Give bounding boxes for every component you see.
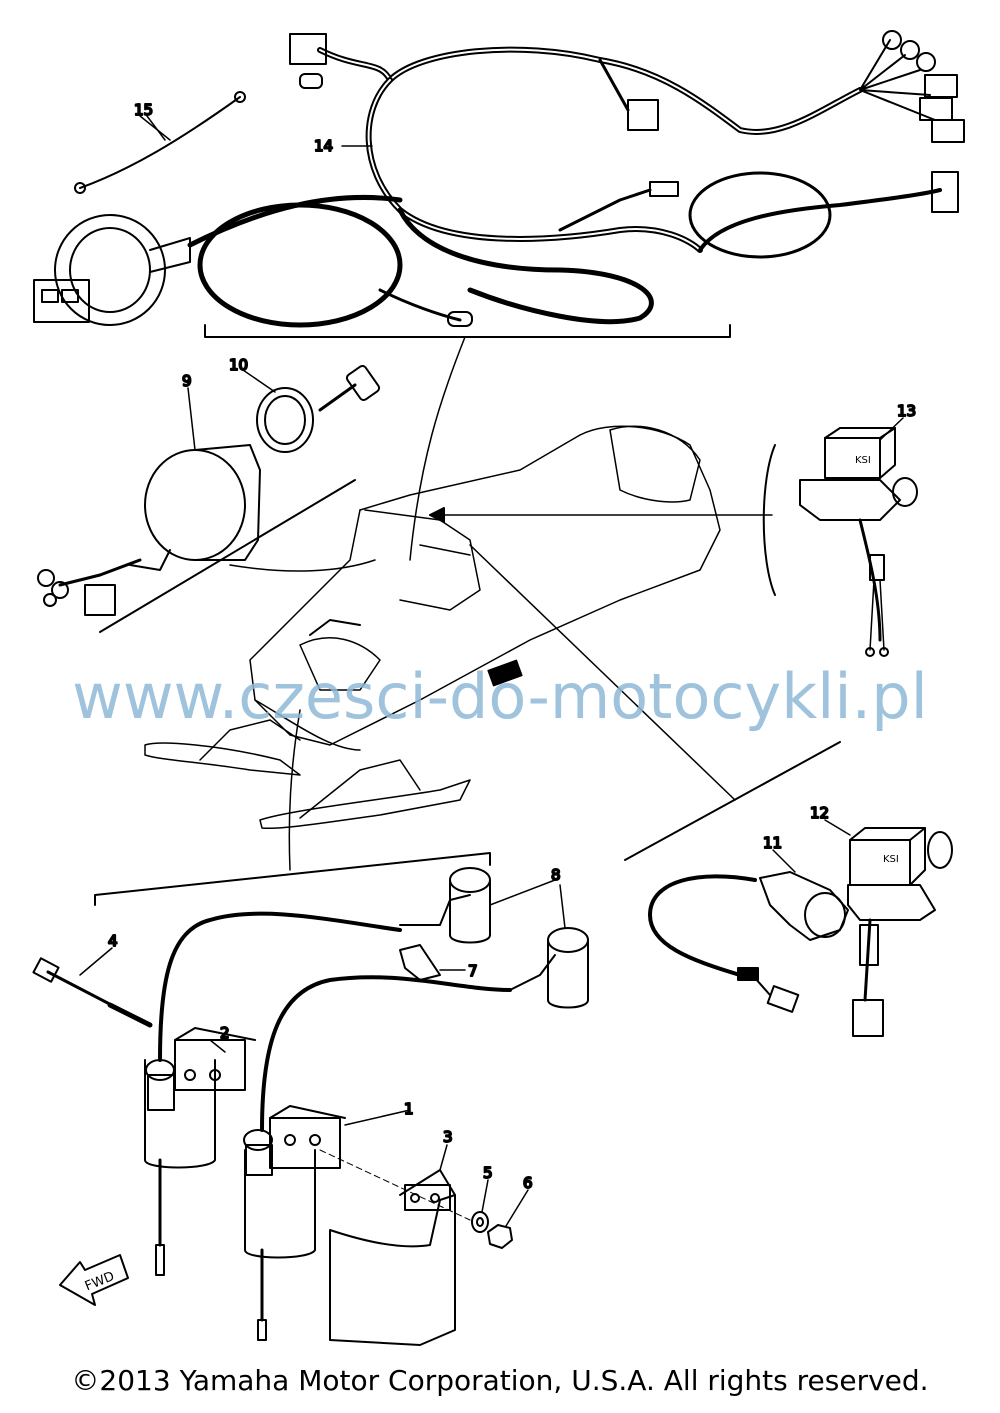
copyright-notice: ©2013 Yamaha Motor Corporation, U.S.A. A… [71, 1364, 929, 1397]
callout-8: 8 [551, 866, 561, 884]
callout-10: 10 [229, 356, 248, 374]
snowmobile-body [144, 425, 721, 830]
dash-line-coil [319, 1149, 471, 1221]
callout-13: 13 [897, 402, 916, 420]
callout-7: 7 [468, 962, 478, 980]
bolt-4 [32, 957, 153, 1028]
callout-4: 4 [108, 932, 118, 950]
fwd-arrow: FWD [59, 1254, 129, 1306]
watermark: www.czesci-do-motocykli.pl [72, 660, 928, 733]
handlebar-switch-13: KSI [762, 427, 918, 657]
callout-14: 14 [314, 137, 333, 155]
callout-leaders [79, 115, 904, 1227]
leader-coils-to-machine [288, 709, 301, 871]
main-switch-9 [37, 444, 261, 616]
ignition-coil-2 [144, 911, 402, 1276]
leader-right-to-machine [469, 544, 736, 801]
lead-wire-15 [74, 91, 246, 194]
callout-labels: 1 2 3 4 5 6 7 8 9 10 11 12 13 14 15 [107, 100, 917, 1193]
group-bracket-top [204, 324, 731, 338]
clip-7 [399, 944, 441, 981]
group-bracket-right [624, 741, 841, 861]
group-bracket-bottom [94, 852, 491, 906]
wire-harness-14 [289, 30, 965, 325]
callout-12: 12 [810, 804, 829, 822]
handlebar-switch-12: KSI [847, 827, 953, 1037]
coil-bracket-3 [329, 1169, 456, 1346]
svg-text:KSI: KSI [855, 455, 871, 466]
callout-2: 2 [220, 1024, 230, 1042]
generator-harness [33, 194, 473, 328]
leader-switch-to-machine [229, 559, 376, 572]
callout-11: 11 [763, 834, 782, 852]
throttle-switch-11 [648, 871, 849, 1013]
arrow-13 [429, 507, 445, 523]
callout-6: 6 [523, 1174, 533, 1192]
group-bracket-switch [99, 479, 356, 633]
nut-6 [487, 1224, 513, 1249]
callout-1: 1 [404, 1100, 414, 1118]
svg-text:KSI: KSI [883, 854, 899, 865]
washer-5 [471, 1211, 489, 1233]
callout-15: 15 [134, 101, 153, 119]
switch-nut-10 [256, 387, 314, 453]
spark-plug-cap-8 [399, 867, 589, 1009]
callout-5: 5 [483, 1164, 493, 1182]
ignition-key [318, 364, 381, 412]
callout-3: 3 [443, 1128, 453, 1146]
ignition-coil-1 [243, 975, 512, 1341]
callout-9: 9 [182, 372, 192, 390]
leader-harness-to-machine [409, 336, 466, 561]
